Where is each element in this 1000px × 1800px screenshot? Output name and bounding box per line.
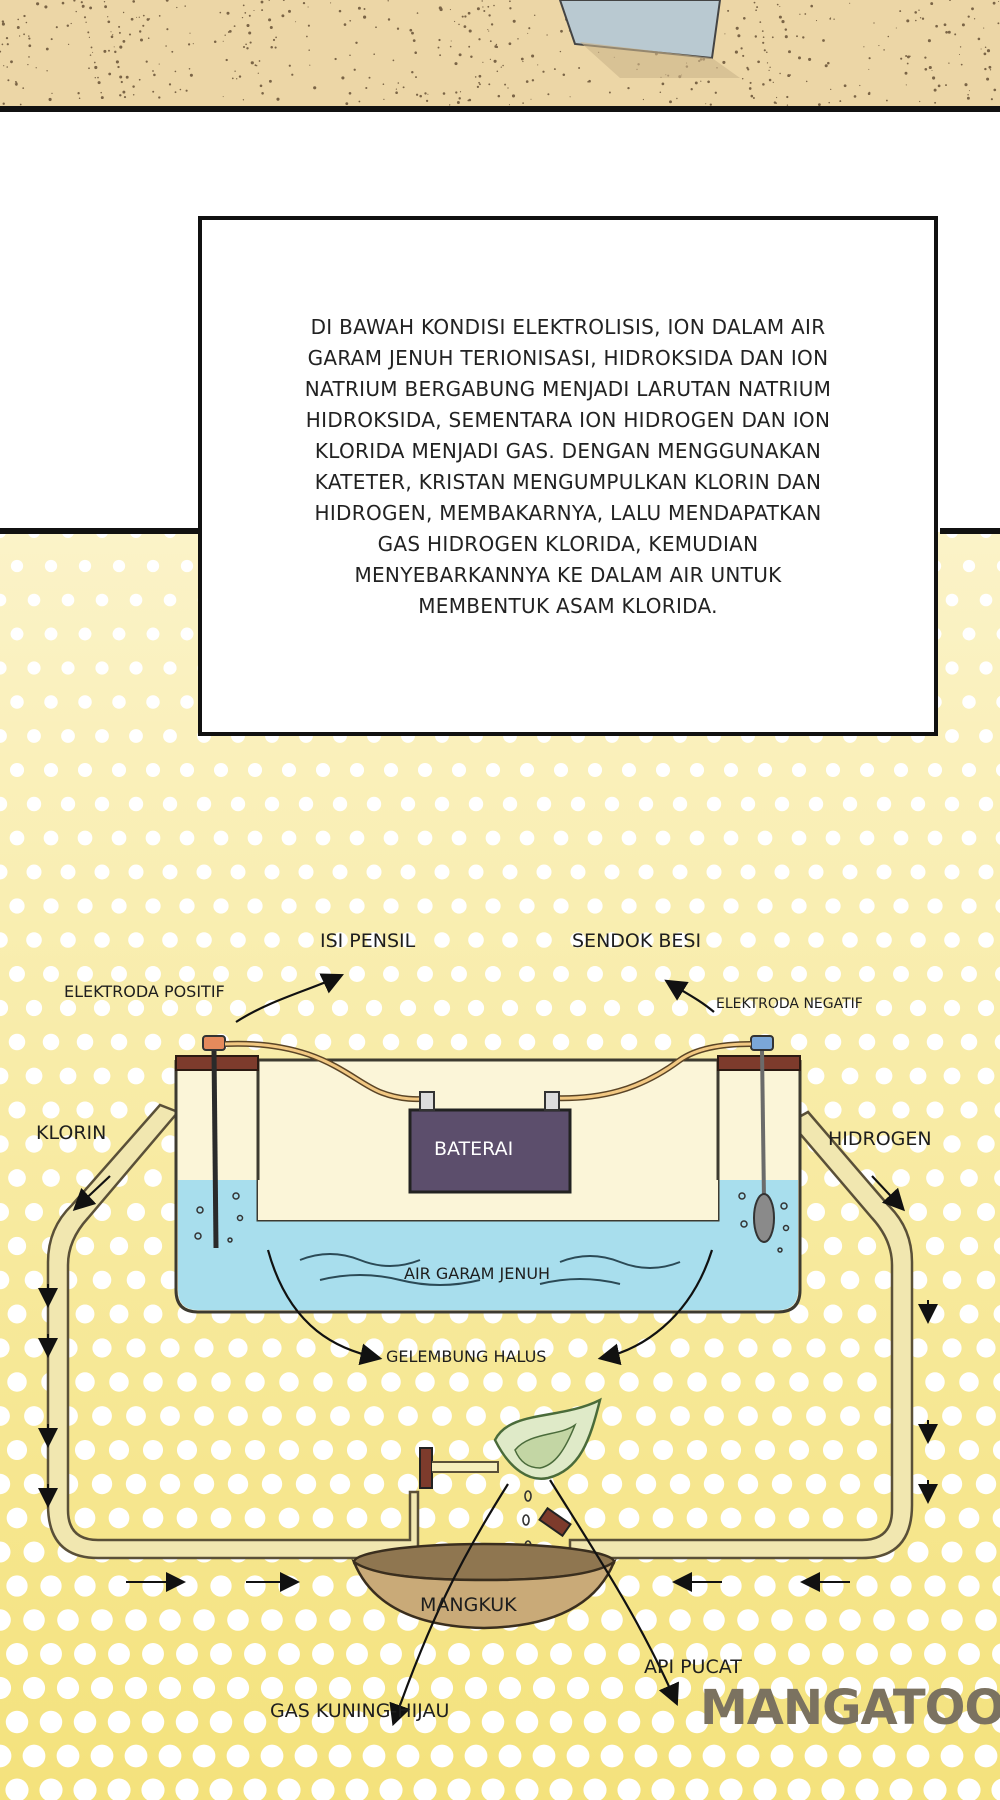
label-air-garam-jenuh: AIR GARAM JENUH — [404, 1264, 551, 1283]
narration-line: GAS HIDROGEN KLORIDA, KEMUDIAN — [377, 532, 759, 556]
narration-line: HIDROKSIDA, SEMENTARA ION HIDROGEN DAN I… — [305, 408, 831, 432]
narration-line: KLORIDA MENJADI GAS. DENGAN MENGGUNAKAN — [314, 439, 822, 463]
bubbles — [194, 1192, 790, 1253]
narration-line: MEMBENTUK ASAM KLORIDA. — [418, 594, 718, 618]
label-hidrogen: HIDROGEN — [828, 1128, 932, 1150]
pointer-arrows — [72, 973, 906, 1727]
bowl — [351, 1542, 617, 1630]
sand-texture — [0, 0, 1000, 108]
panel-border — [940, 528, 1000, 534]
narration-line: GARAM JENUH TERIONISASI, HIDROKSIDA DAN … — [307, 346, 829, 370]
panel-divider — [0, 106, 1000, 112]
label-gas-kuning-hijau: GAS KUNING-HIJAU — [270, 1700, 450, 1722]
narration-line: MENYEBARKANNYA KE DALAM AIR UNTUK — [354, 563, 782, 587]
panel-border — [0, 528, 200, 534]
label-baterai: BATERAI — [434, 1138, 514, 1160]
label-elektroda-positif: ELEKTRODA POSITIF — [64, 982, 225, 1001]
watermark-logo: MANGATOON — [700, 1680, 1000, 1736]
narration-text: DI BAWAH KONDISI ELEKTROLISIS, ION DALAM… — [248, 312, 888, 622]
label-elektroda-negatif: ELEKTRODA NEGATIF — [716, 996, 863, 1012]
narration-box: DI BAWAH KONDISI ELEKTROLISIS, ION DALAM… — [198, 216, 938, 736]
electrode-cap-left — [175, 1055, 259, 1071]
label-api-pucat: API PUCAT — [644, 1656, 742, 1678]
label-gelembung-halus: GELEMBUNG HALUS — [386, 1347, 547, 1366]
narration-line: KATETER, KRISTAN MENGUMPULKAN KLORIN DAN — [314, 470, 822, 494]
label-sendok-besi: SENDOK BESI — [572, 930, 702, 952]
label-isi-pensil: ISI PENSIL — [320, 930, 416, 952]
flow-arrows — [38, 1284, 938, 1592]
pencil-lead-electrode — [211, 1049, 219, 1249]
label-klorin: KLORIN — [36, 1122, 107, 1144]
label-mangkuk: MANGKUK — [420, 1594, 517, 1616]
battery — [408, 1108, 572, 1194]
electrode-cap-right — [717, 1055, 801, 1071]
narration-line: NATRIUM BERGABUNG MENJADI LARUTAN NATRIU… — [304, 377, 832, 401]
sand-panel — [0, 0, 1000, 108]
gas-tubes — [46, 1103, 914, 1560]
narration-line: DI BAWAH KONDISI ELEKTROLISIS, ION DALAM… — [310, 315, 826, 339]
narration-line: HIDROGEN, MEMBAKARNYA, LALU MENDAPATKAN — [314, 501, 822, 525]
iron-spoon-electrode — [760, 1049, 766, 1201]
